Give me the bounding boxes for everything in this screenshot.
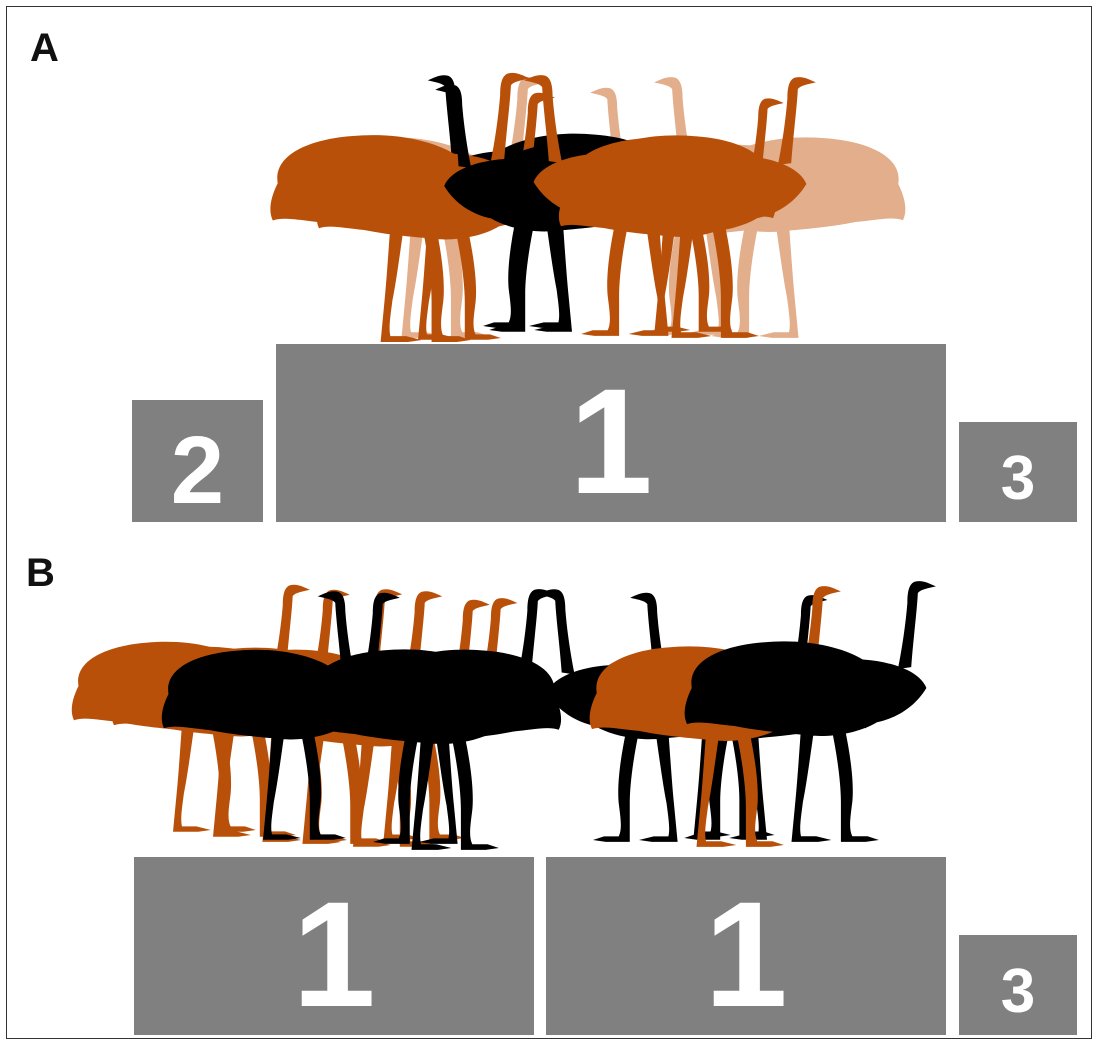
panel-a-podium-first: 1 [276,344,946,522]
panel-a-ostrich-group [270,73,905,342]
podium-rank-label: 1 [569,366,652,516]
podium-rank-label: 2 [171,423,224,519]
panel-b-ostrich-group [72,581,936,850]
podium-rank-label: 1 [704,879,787,1029]
panel-b-podium-third: 3 [959,935,1077,1035]
panel-a-podium-third: 3 [959,422,1077,522]
panel-b-podium-first-right: 1 [546,857,946,1035]
panel-a-podium-second: 2 [132,400,263,522]
podium-rank-label: 3 [1001,961,1035,1023]
podium-rank-label: 1 [292,879,375,1029]
panel-b-podium-first-left: 1 [134,857,534,1035]
ostrich-silhouette [685,581,936,842]
podium-rank-label: 3 [1001,448,1035,510]
